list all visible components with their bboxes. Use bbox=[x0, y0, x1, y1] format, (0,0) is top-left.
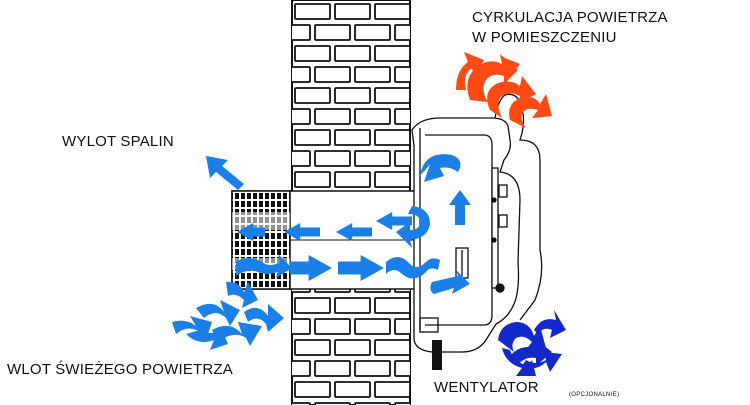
warm-air-swirl-icon bbox=[509, 94, 552, 128]
swirl-arrow-icon bbox=[244, 304, 284, 332]
warm-air-plume bbox=[456, 52, 552, 128]
flow-arrows bbox=[172, 154, 471, 350]
swirl-arrow-icon bbox=[226, 281, 258, 308]
fan-blade-icon bbox=[510, 338, 552, 366]
curved-arrow-icon bbox=[420, 154, 461, 182]
label-room-circulation-1: CYRKULACJA POWIETRZA bbox=[472, 9, 668, 26]
fan-blade-icon bbox=[502, 348, 536, 376]
fan-blade-icon bbox=[534, 310, 566, 338]
arrow-up-icon bbox=[449, 190, 471, 225]
arrow-left-icon bbox=[336, 223, 372, 241]
warm-air-swirl-icon bbox=[487, 76, 536, 118]
arrow-left-icon bbox=[376, 212, 412, 230]
fan-swirl-icon bbox=[498, 310, 566, 376]
label-room-circulation-2: W POMIESZCZENIU bbox=[472, 29, 617, 46]
arrow-right-icon bbox=[338, 255, 384, 281]
arrow-right-icon bbox=[290, 255, 332, 281]
fan-blade-icon bbox=[498, 322, 546, 352]
warm-air-swirl-icon bbox=[478, 56, 520, 80]
curved-arrow-icon bbox=[396, 206, 430, 248]
label-exhaust-outlet: WYLOT SPALIN bbox=[62, 133, 174, 150]
label-fresh-air-inlet: WLOT ŚWIEŻEGO POWIETRZA bbox=[7, 361, 233, 378]
wave-arrow-icon bbox=[236, 254, 292, 278]
swirl-arrow-icon bbox=[212, 322, 262, 346]
wave-arrow-icon bbox=[386, 257, 440, 279]
arrow-left-icon bbox=[284, 223, 320, 241]
warm-air-swirl-icon bbox=[456, 52, 484, 90]
label-fan: WENTYLATOR bbox=[434, 379, 539, 396]
arrow-right-icon bbox=[430, 270, 470, 294]
swirl-arrow-icon bbox=[186, 330, 228, 350]
swirl-arrow-icon bbox=[196, 300, 240, 326]
arrow-left-icon bbox=[237, 223, 265, 241]
label-fan-optional: (OPCJONALNIE) bbox=[569, 392, 620, 398]
arrow-up-left-icon bbox=[206, 156, 244, 190]
